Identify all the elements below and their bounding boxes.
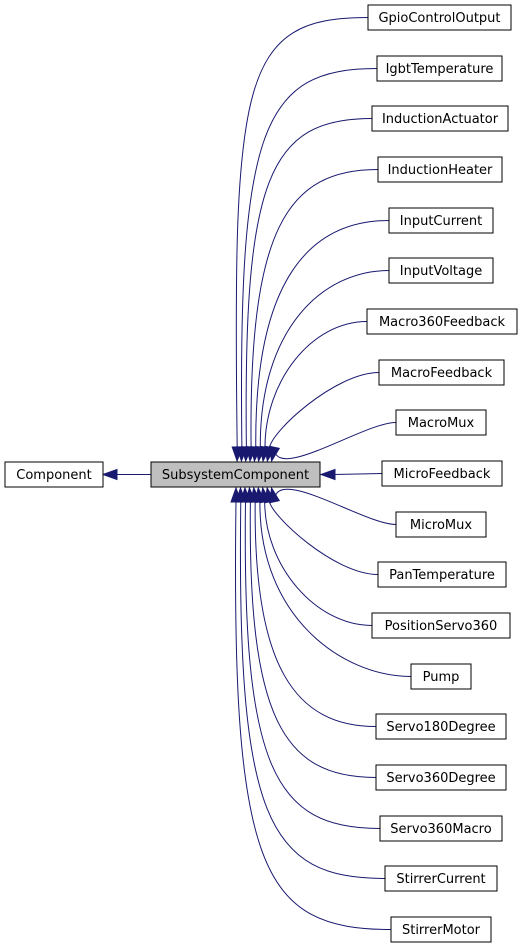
label-induction-heater: InductionHeater [388,163,493,178]
label-input-voltage: InputVoltage [400,264,482,279]
node-input-current[interactable]: InputCurrent [388,207,494,234]
label-micro-mux: MicroMux [410,518,472,533]
inheritance-edges [101,17,412,930]
label-stirrer-motor: StirrerMotor [402,923,481,938]
edge-gpio-control-output [231,17,369,463]
edge-input-voltage [254,270,390,463]
node-macro-feedback[interactable]: MacroFeedback [378,359,505,386]
label-macro-feedback: MacroFeedback [391,366,493,381]
node-macro-mux[interactable]: MacroMux [395,409,487,436]
subsystem-component-label: SubsystemComponent [162,468,309,483]
edge-micro-mux [268,486,397,525]
node-servo360-macro[interactable]: Servo360Macro [379,815,503,842]
edge-input-current [250,220,390,463]
node-micro-feedback[interactable]: MicroFeedback [381,460,503,487]
label-pan-temperature: PanTemperature [389,568,495,583]
edge-macro-feedback [264,372,380,463]
edge-induction-actuator [240,118,373,463]
label-servo180-degree: Servo180Degree [386,720,495,735]
label-micro-feedback: MicroFeedback [394,467,491,482]
node-pump[interactable]: Pump [410,663,472,690]
label-macro-mux: MacroMux [408,416,475,431]
node-macro360-feedback[interactable]: Macro360Feedback [366,308,518,335]
node-induction-actuator[interactable]: InductionActuator [371,105,509,132]
edge-induction-heater [245,169,379,463]
component-label: Component [16,468,91,483]
edge-macro-mux [268,422,397,463]
label-gpio-control-output: GpioControlOutput [378,11,500,26]
node-servo360-degree[interactable]: Servo360Degree [375,764,507,791]
node-stirrer-current[interactable]: StirrerCurrent [384,865,498,892]
node-position-servo360[interactable]: PositionServo360 [371,612,511,639]
label-stirrer-current: StirrerCurrent [396,872,485,887]
node-igbt-temperature[interactable]: IgbtTemperature [376,55,503,82]
component-node[interactable]: Component [4,461,104,488]
label-macro360-feedback: Macro360Feedback [379,315,506,330]
edge-stirrer-motor [230,486,392,930]
label-servo360-degree: Servo360Degree [386,771,495,786]
node-gpio-control-output[interactable]: GpioControlOutput [367,4,512,31]
label-pump: Pump [423,670,460,685]
node-stirrer-motor[interactable]: StirrerMotor [390,916,492,943]
edge-servo360-degree [244,486,377,778]
node-micro-mux[interactable]: MicroMux [395,511,487,538]
label-position-servo360: PositionServo360 [385,619,498,634]
derived-class-nodes: GpioControlOutputIgbtTemperatureInductio… [366,4,518,943]
node-input-voltage[interactable]: InputVoltage [388,257,494,284]
edge-micro-feedback [319,468,383,481]
edge-servo180-degree [249,486,377,727]
node-induction-heater[interactable]: InductionHeater [377,156,503,183]
label-input-current: InputCurrent [400,214,483,229]
edge-pan-temperature [264,486,379,575]
edge-igbt-temperature [236,68,378,463]
edge-subsystemcomponent-to-component [101,468,151,481]
edge-macro360-feedback [259,321,368,463]
label-igbt-temperature: IgbtTemperature [386,62,494,77]
edge-position-servo360 [259,486,373,626]
label-induction-actuator: InductionActuator [382,112,499,127]
node-pan-temperature[interactable]: PanTemperature [377,561,507,588]
edge-servo360-macro [239,486,381,829]
edge-stirrer-current [235,486,386,879]
subsystem-component-node[interactable]: SubsystemComponent [150,461,321,488]
label-servo360-macro: Servo360Macro [390,822,491,837]
node-servo180-degree[interactable]: Servo180Degree [375,713,507,740]
